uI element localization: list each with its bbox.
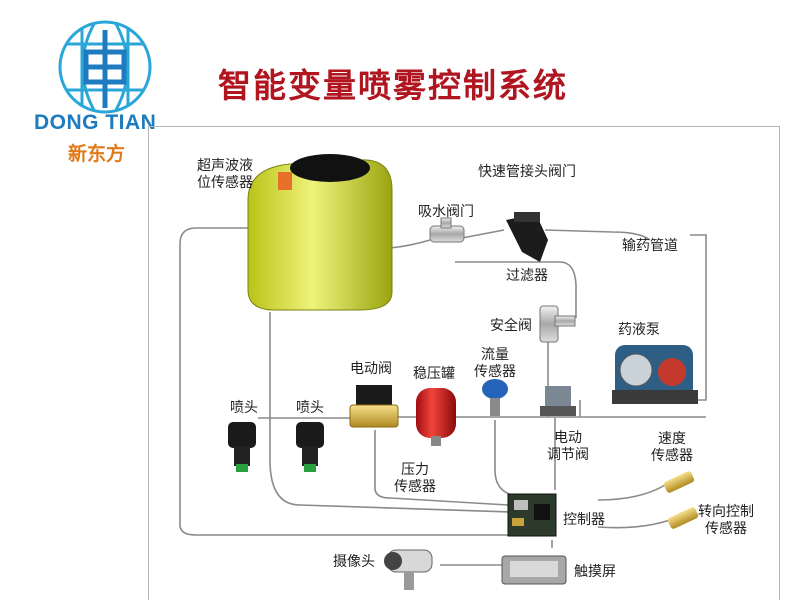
touch-screen-part — [501, 555, 567, 585]
label-regulating-valve-line1: 电动 — [554, 430, 582, 446]
label-level-sensor-line2: 位传感器 — [197, 175, 253, 191]
label-controller: 控制器 — [563, 512, 605, 528]
label-safety-valve: 安全阀 — [490, 318, 532, 334]
label-quick-valve: 快速管接头阀门 — [478, 164, 576, 180]
brand-name-en: DONG TIAN — [34, 111, 157, 134]
speed-sensor-part — [663, 471, 695, 493]
brand-name-cn: 新东方 — [68, 143, 126, 165]
page-title: 智能变量喷雾控制系统 — [218, 66, 568, 105]
safety-valve-part — [539, 305, 576, 343]
label-steering-sensor: 转向控制 传感器 — [698, 504, 754, 538]
pump-part — [612, 345, 698, 404]
label-flow-sensor-line1: 流量 — [481, 347, 509, 363]
label-nozzle-1: 喷头 — [230, 400, 258, 416]
label-regulating-valve: 电动 调节阀 — [547, 430, 589, 464]
diagram-frame — [148, 126, 780, 600]
label-camera: 摄像头 — [333, 554, 375, 570]
label-pressure-sensor-line1: 压力 — [401, 462, 429, 478]
label-delivery-pipe: 输药管道 — [622, 238, 678, 254]
steering-sensor-part — [667, 507, 699, 529]
label-pump: 药液泵 — [618, 322, 660, 338]
controller-board-part — [507, 493, 557, 537]
label-flow-sensor: 流量 传感器 — [474, 347, 516, 381]
label-nozzle-2: 喷头 — [296, 400, 324, 416]
flow-sensor-part — [482, 379, 508, 416]
label-filter: 过滤器 — [506, 268, 548, 284]
label-speed-sensor-line1: 速度 — [658, 431, 686, 447]
stabilizer-tank-part — [416, 388, 456, 446]
label-steering-sensor-line1: 转向控制 — [698, 504, 754, 520]
label-steering-sensor-line2: 传感器 — [705, 521, 747, 537]
logo: DONG TIAN 新东方 — [0, 0, 200, 170]
label-pressure-sensor: 压力 传感器 — [394, 462, 436, 496]
regulating-valve-part — [540, 386, 576, 416]
label-speed-sensor: 速度 传感器 — [651, 431, 693, 465]
label-level-sensor: 超声波液 位传感器 — [197, 158, 253, 192]
camera-part — [384, 549, 433, 590]
label-stabilizer-tank: 稳压罐 — [413, 366, 455, 382]
quick-connector-part — [506, 212, 548, 262]
label-level-sensor-line1: 超声波液 — [197, 158, 253, 174]
label-touch-screen: 触摸屏 — [574, 564, 616, 580]
label-pressure-sensor-line2: 传感器 — [394, 479, 436, 495]
suction-valve-part — [429, 217, 465, 243]
label-suction-valve: 吸水阀门 — [418, 204, 474, 220]
nozzle-part-2 — [296, 422, 324, 472]
solenoid-valve-part — [349, 385, 399, 428]
label-solenoid-valve: 电动阀 — [350, 361, 392, 377]
label-speed-sensor-line2: 传感器 — [651, 448, 693, 464]
label-flow-sensor-line2: 传感器 — [474, 364, 516, 380]
liquid-tank — [247, 154, 393, 311]
label-regulating-valve-line2: 调节阀 — [547, 447, 589, 463]
globe-logo-icon — [58, 20, 152, 114]
nozzle-part-1 — [228, 422, 256, 472]
